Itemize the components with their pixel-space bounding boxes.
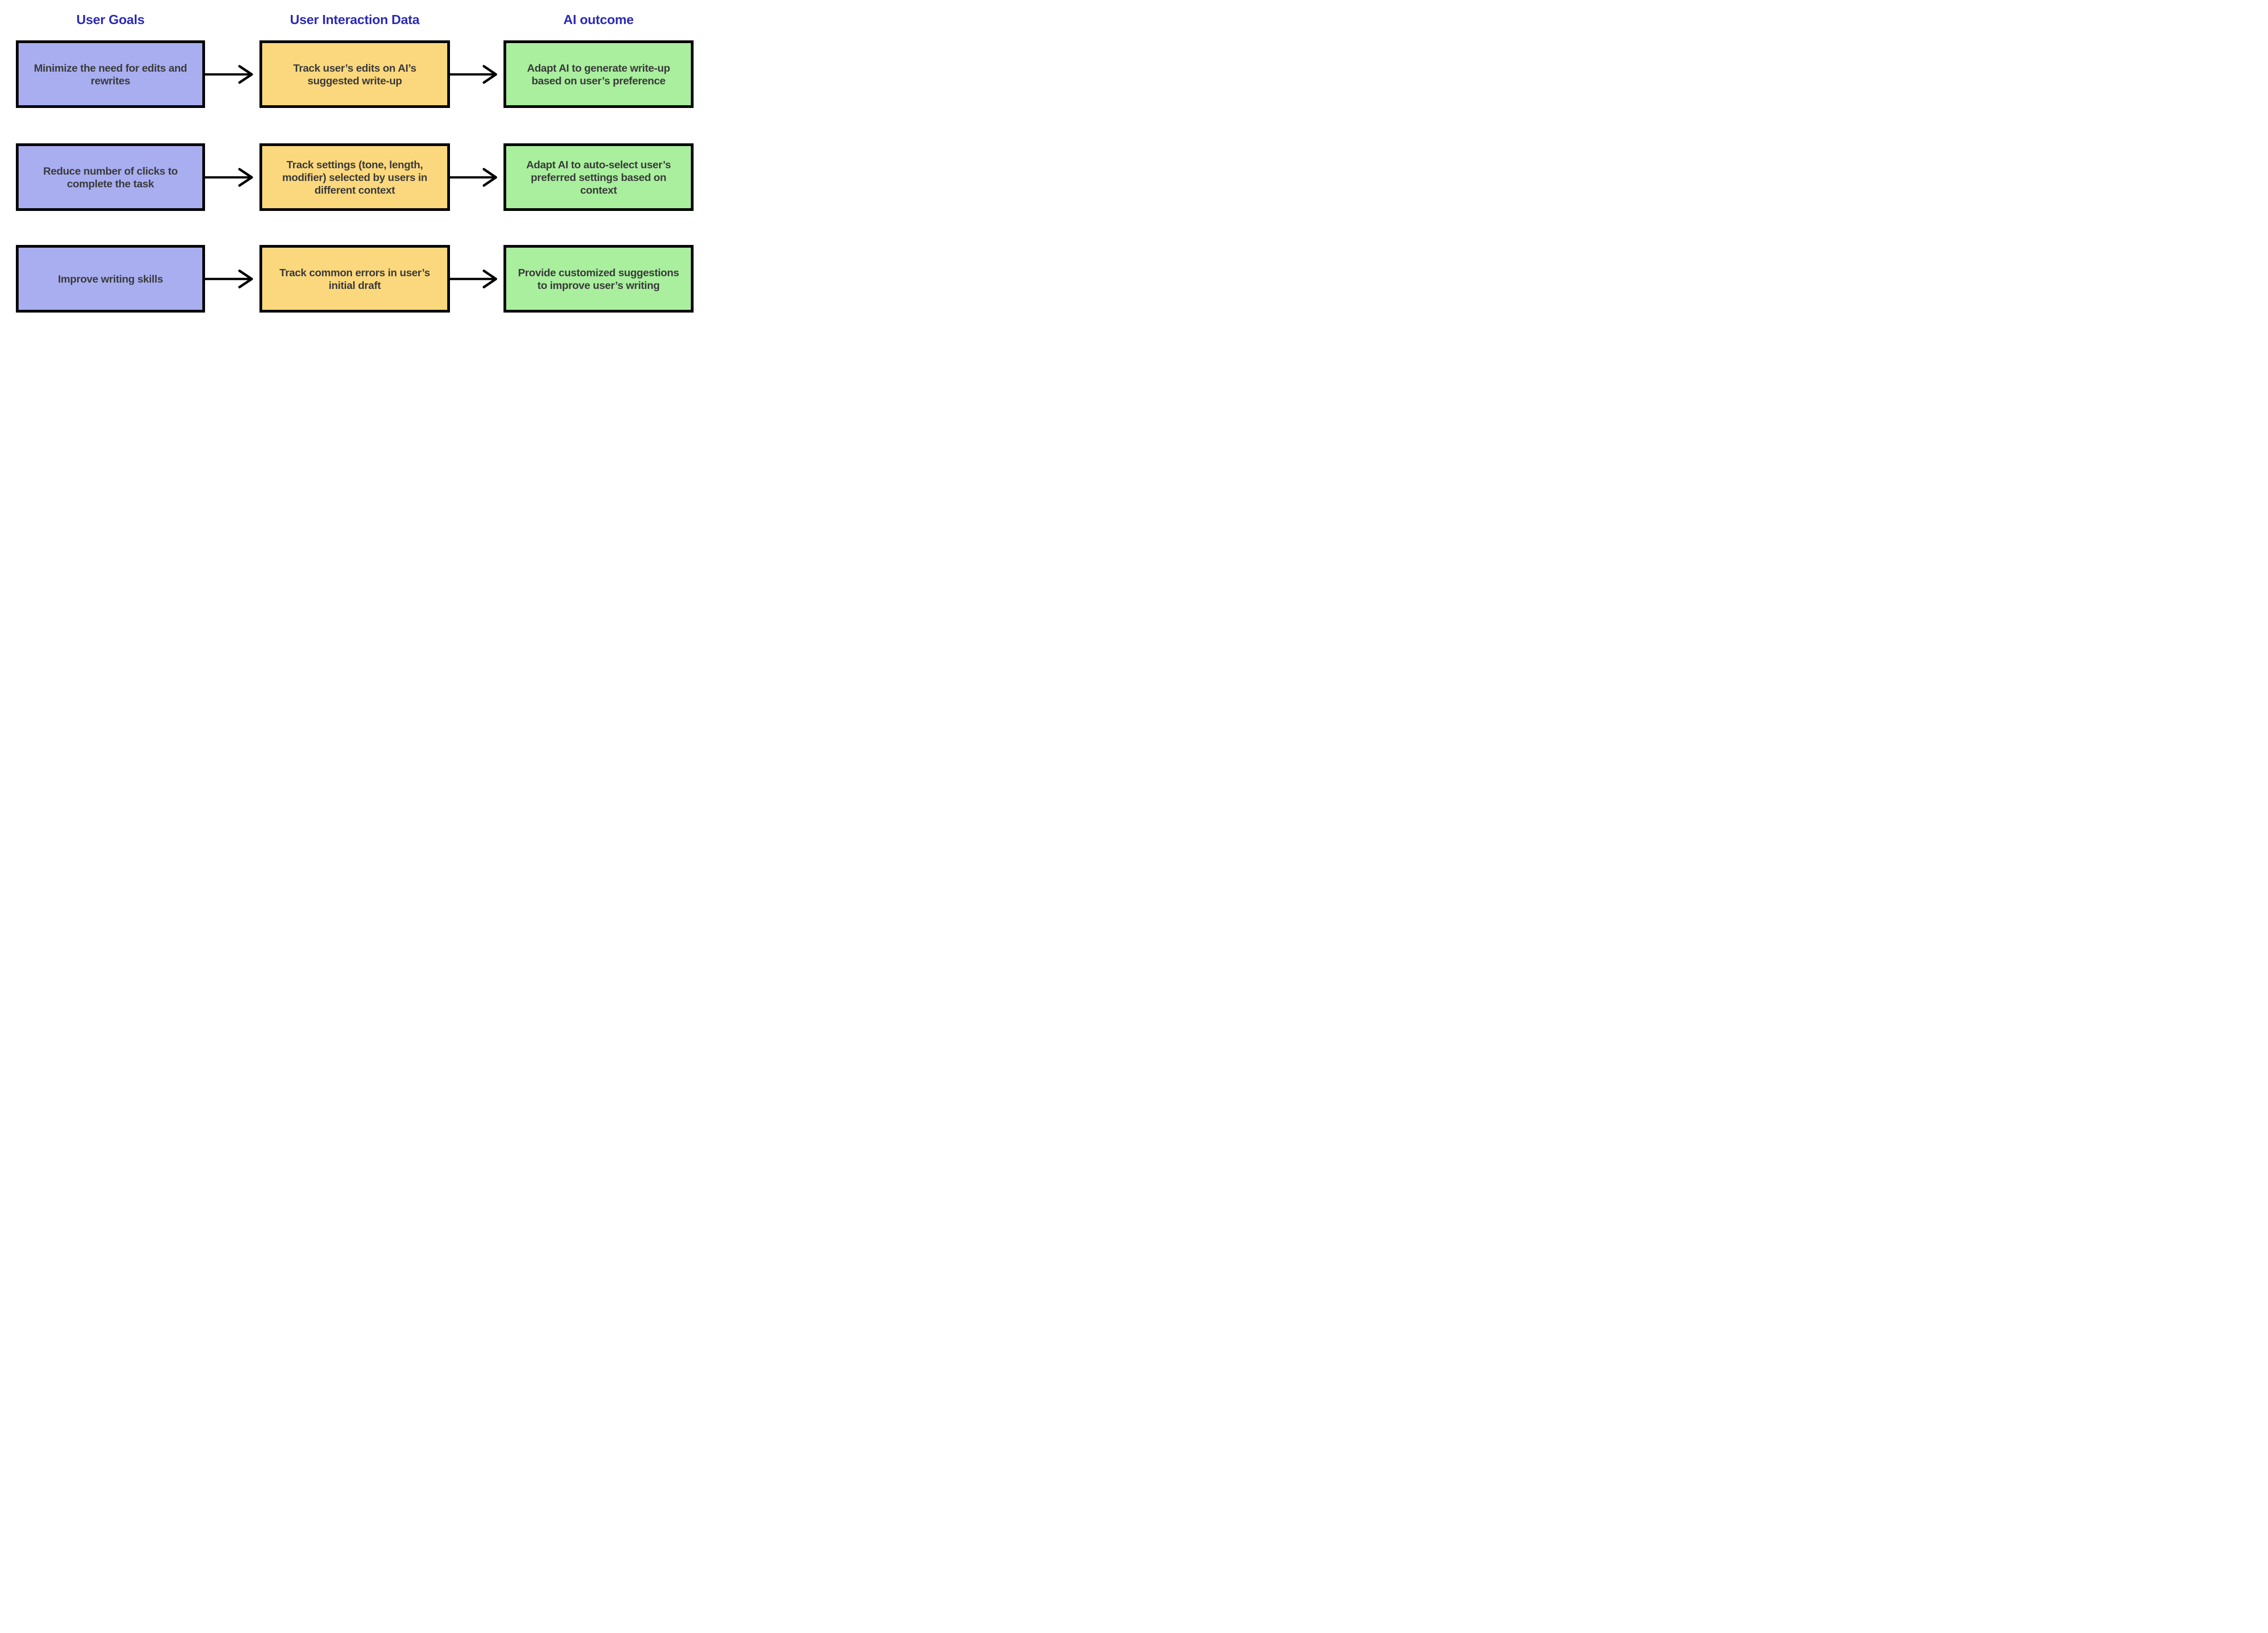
arrow-right-icon [205,40,259,108]
column-header-user-interaction-data: User Interaction Data [290,13,420,27]
goal-node-row3: Improve writing skills [16,245,205,313]
goal-node-row2: Reduce number of clicks to complete the … [16,143,205,211]
column-header-user-goals: User Goals [76,13,145,27]
arrow-right-icon [450,245,503,313]
column-header-ai-outcome: AI outcome [563,13,634,27]
ai-outcome-node-row1: Adapt AI to generate write-up based on u… [503,40,694,108]
interaction-data-node-row3: Track common errors in user’s initial dr… [259,245,450,313]
arrow-right-icon [205,245,259,313]
ai-outcome-node-row3: Provide customized suggestions to improv… [503,245,694,313]
interaction-data-node-row1: Track user’s edits on AI’s suggested wri… [259,40,450,108]
arrow-right-icon [450,143,503,211]
arrow-right-icon [205,143,259,211]
arrow-right-icon [450,40,503,108]
flow-diagram: User Goals User Interaction Data AI outc… [0,0,707,327]
goal-node-row1: Minimize the need for edits and rewrites [16,40,205,108]
interaction-data-node-row2: Track settings (tone, length, modifier) … [259,143,450,211]
ai-outcome-node-row2: Adapt AI to auto-select user’s preferred… [503,143,694,211]
